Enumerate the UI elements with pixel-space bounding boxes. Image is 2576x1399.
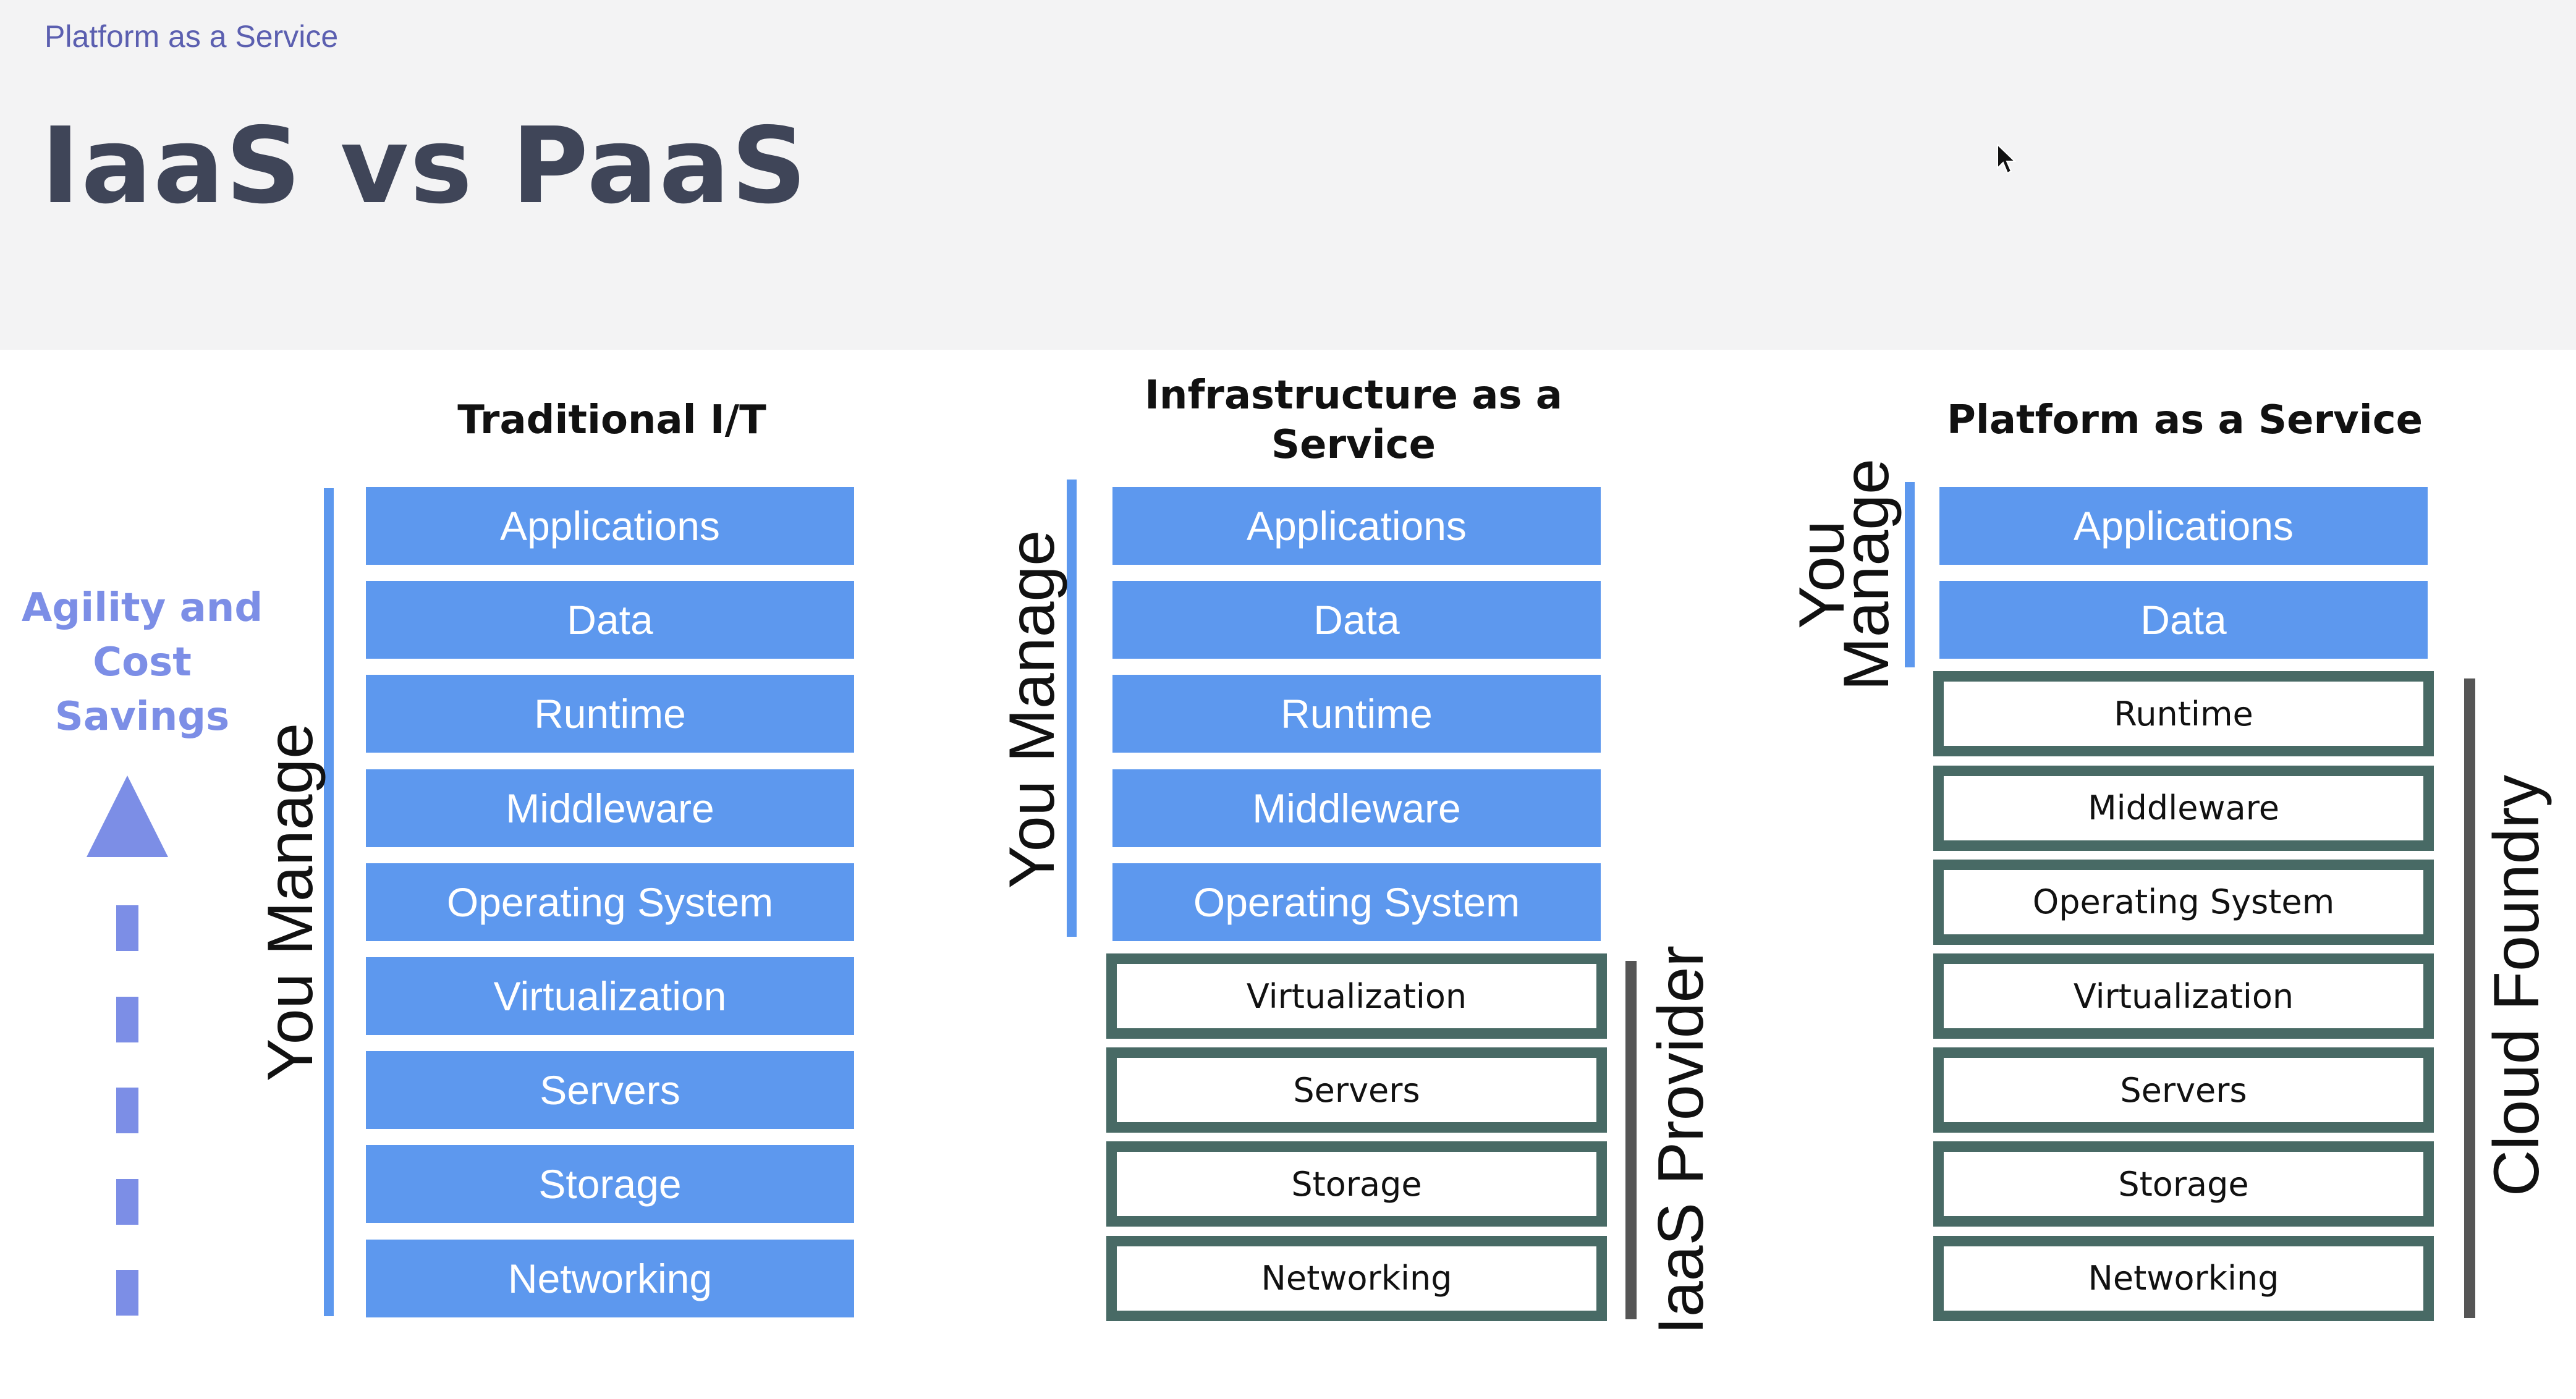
layer-servers: Servers — [366, 1051, 854, 1130]
provider-label: IaaS Provider — [1645, 945, 1717, 1335]
layer-servers: Servers — [1106, 1047, 1607, 1133]
agility-line: Cost — [93, 640, 192, 685]
column-title-paas: Platform as a Service — [1938, 395, 2432, 445]
you-manage-bar — [1067, 480, 1077, 937]
column-title-line: Platform as a Service — [1946, 397, 2423, 443]
you-manage-label: You Manage — [255, 722, 326, 1082]
column-title-traditional: Traditional I/T — [365, 395, 859, 445]
layer-virtualization: Virtualization — [1933, 953, 2434, 1039]
you-manage-label-line: Manage — [1831, 459, 1902, 691]
layer-operating-system: Operating System — [1933, 859, 2434, 945]
layer-virtualization: Virtualization — [366, 957, 854, 1035]
layer-virtualization: Virtualization — [1106, 953, 1607, 1039]
provider-bar — [2464, 678, 2475, 1318]
provider-label: Cloud Foundry — [2481, 774, 2553, 1197]
layer-runtime: Runtime — [1112, 675, 1601, 753]
agility-label: Agility and Cost Savings — [12, 581, 272, 744]
layer-storage: Storage — [1933, 1141, 2434, 1227]
mouse-pointer-icon — [1997, 143, 2017, 174]
layer-networking: Networking — [366, 1239, 854, 1317]
header-band — [0, 0, 2576, 350]
you-manage-bar — [324, 488, 334, 1316]
arrow-dash — [116, 1270, 138, 1316]
breadcrumb[interactable]: Platform as a Service — [44, 19, 339, 54]
layer-networking: Networking — [1933, 1235, 2434, 1321]
agility-line: Savings — [54, 694, 230, 740]
arrow-dash — [116, 997, 138, 1042]
layer-middleware: Middleware — [1112, 769, 1601, 847]
column-title-line: Service — [1271, 422, 1436, 468]
layer-applications: Applications — [366, 487, 854, 565]
column-title-iaas: Infrastructure as a Service — [1106, 371, 1601, 470]
layer-storage: Storage — [1106, 1141, 1607, 1227]
arrow-dash — [116, 905, 138, 951]
layer-operating-system: Operating System — [366, 863, 854, 941]
you-manage-label: You Manage — [996, 530, 1068, 889]
arrow-dash — [116, 1179, 138, 1225]
layer-storage: Storage — [366, 1145, 854, 1224]
arrow-dash — [116, 1088, 138, 1133]
layer-data: Data — [366, 581, 854, 659]
layer-networking: Networking — [1106, 1235, 1607, 1321]
layer-servers: Servers — [1933, 1047, 2434, 1133]
layer-data: Data — [1112, 581, 1601, 659]
agility-line: Agility and — [21, 585, 263, 631]
layer-middleware: Middleware — [1933, 765, 2434, 851]
layer-runtime: Runtime — [366, 675, 854, 753]
page-title: IaaS vs PaaS — [41, 105, 808, 227]
layer-runtime: Runtime — [1933, 671, 2434, 757]
column-title-line: Infrastructure as a — [1145, 373, 1562, 418]
layer-applications: Applications — [1112, 487, 1601, 565]
up-arrow-icon — [87, 776, 168, 857]
layer-data: Data — [1939, 581, 2428, 659]
column-title-line: Traditional I/T — [457, 397, 766, 443]
layer-operating-system: Operating System — [1112, 863, 1601, 941]
layer-middleware: Middleware — [366, 769, 854, 847]
you-manage-bar — [1905, 482, 1915, 667]
provider-bar — [1625, 961, 1637, 1319]
layer-applications: Applications — [1939, 487, 2428, 565]
